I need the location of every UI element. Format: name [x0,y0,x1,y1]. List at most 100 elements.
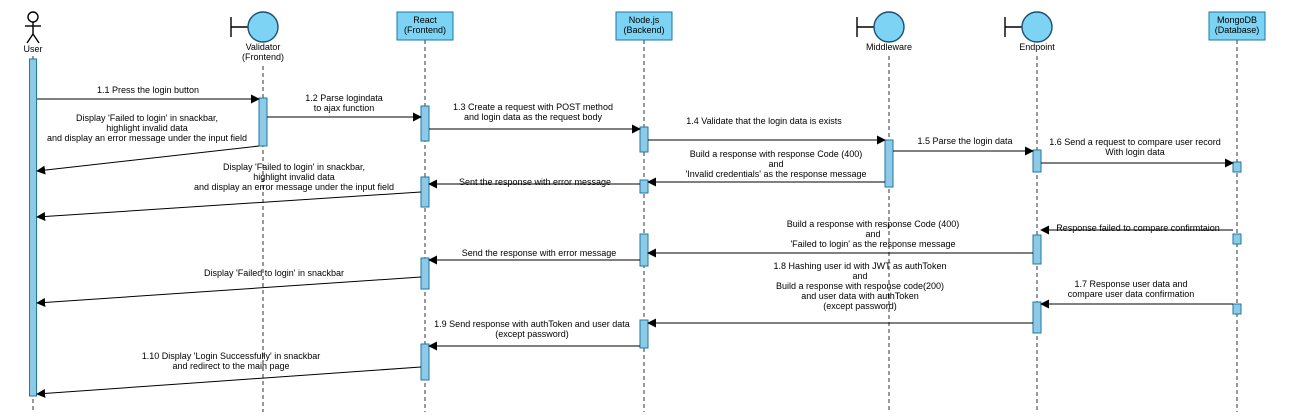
participant-validator: Validator(Frontend) [230,11,284,62]
message-label: highlight invalid data [106,123,188,133]
message-label: and display an error message under the i… [47,133,247,143]
message-13: Send the response with error message [428,248,640,265]
message-label: and login data as the request body [464,112,603,122]
boundary-icon [1004,11,1053,43]
message-8: Build a response with response Code (400… [647,149,885,187]
message-label: 1.6 Send a request to compare user recor… [1049,137,1221,147]
participant-endpoint: Endpoint [1004,11,1055,52]
message-9: Display 'Failed to login' in snackbar,hi… [36,162,422,221]
message-17: 1.9 Send response with authToken and use… [428,319,640,351]
message-label: Build a response with response Code (400… [787,219,960,229]
message-label: Sent the response with error message [459,177,611,187]
message-label: (except password) [495,329,569,339]
message-10: Sent the response with error message [428,177,640,189]
activation-bar [1032,234,1042,265]
participant-label: (Frontend) [404,25,446,35]
activation-bar [1232,161,1242,173]
participant-middleware: Middleware [856,11,912,52]
message-1: 1.1 Press the login button [37,85,260,104]
activation-bar [420,176,430,208]
activation-bar [420,257,430,290]
message-4: 1.3 Create a request with POST methodand… [429,102,641,134]
message-label: 1.10 Display 'Login Successfully' in sna… [142,351,321,361]
message-label: 1.3 Create a request with POST method [453,102,613,112]
message-16: 1.8 Hashing user id with JWT as authToke… [647,261,1033,328]
activation-bar [639,126,649,153]
message-arrow [36,145,260,175]
activation-bar [1232,303,1242,315]
boundary-icon [856,11,905,43]
message-label: With login data [1105,147,1165,157]
message-label: Response failed to compare confirmtaion [1056,223,1220,233]
participant-node: Node.js(Backend) [615,11,673,41]
message-label: Display 'Failed to login' in snackbar, [223,162,365,172]
activation-bar [258,97,268,147]
message-label: and [865,229,880,239]
participant-user: User [23,11,43,54]
activation-bar [29,58,37,397]
participant-label: (Database) [1215,25,1260,35]
activation-bar [639,179,649,194]
message-label: Display 'Failed to login' in snackbar, [76,113,218,123]
participant-label: MongoDB [1217,15,1257,25]
message-label: 'Invalid credentials' as the response me… [685,169,866,179]
actor-icon [25,11,41,44]
message-label: and display an error message under the i… [194,182,394,192]
participant-box [615,11,673,41]
message-label: Send the response with error message [462,248,617,258]
participant-label: (Backend) [623,25,664,35]
message-label: Build a response with response code(200) [776,281,944,291]
participant-label: (Frontend) [242,52,284,62]
message-12: Build a response with response Code (400… [647,219,1033,258]
participant-mongo: MongoDB(Database) [1208,11,1266,41]
activation-bar [420,343,430,381]
message-label: 1.7 Response user data and [1074,279,1187,289]
participant-label: Endpoint [1019,42,1055,52]
message-label: 1.1 Press the login button [97,85,199,95]
message-label: and [768,159,783,169]
message-label: 1.8 Hashing user id with JWT as authToke… [774,261,947,271]
activation-bar [639,233,649,267]
message-label: and [852,271,867,281]
message-label: and redirect to the main page [172,361,289,371]
activation-bar [639,319,649,349]
message-arrow [36,366,422,398]
message-label: to ajax function [314,103,375,113]
message-label: compare user data confirmation [1068,289,1195,299]
activation-bar [1032,301,1042,334]
message-label: (except password) [823,301,897,311]
participant-label: Node.js [629,15,660,25]
message-arrow [36,191,422,221]
message-label: 'Failed to login' as the response messag… [790,239,955,249]
message-label: 1.9 Send response with authToken and use… [434,319,630,329]
message-label: Display 'Failed to login' in snackbar [204,268,344,278]
participant-label: User [23,44,42,54]
message-3: Display 'Failed to login' in snackbar,hi… [36,113,260,175]
message-6: 1.5 Parse the login data [893,136,1034,156]
message-label: Build a response with response Code (400… [690,149,863,159]
participant-label: Middleware [866,42,912,52]
boundary-icon [230,11,279,43]
activation-bar [884,139,894,188]
participant-box [396,11,454,41]
message-5: 1.4 Validate that the login data is exis… [648,116,886,145]
message-label: 1.2 Parse logindata [305,93,383,103]
participant-label: Validator [246,42,281,52]
message-label: 1.5 Parse the login data [917,136,1012,146]
message-14: Display 'Failed to login' in snackbar [36,268,422,307]
message-label: 1.4 Validate that the login data is exis… [686,116,842,126]
participant-box [1208,11,1266,41]
activation-bar [1232,233,1242,245]
message-arrow [36,276,422,307]
message-11: Response failed to compare confirmtaion [1040,223,1233,235]
message-18: 1.10 Display 'Login Successfully' in sna… [36,351,422,398]
activation-bar [1032,149,1042,173]
message-7: 1.6 Send a request to compare user recor… [1041,137,1234,168]
activation-bar [420,105,430,142]
message-label: highlight invalid data [253,172,335,182]
participant-label: React [413,15,437,25]
message-label: and user data with authToken [801,291,919,301]
